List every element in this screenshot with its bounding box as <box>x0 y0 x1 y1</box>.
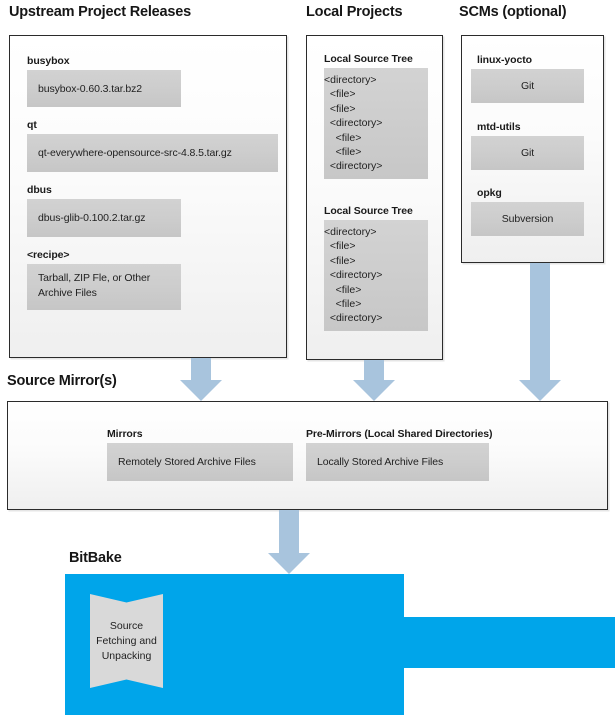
group-label-local-source-tree-1: Local Source Tree <box>324 53 413 65</box>
tree-line: <file> <box>324 102 356 115</box>
group-label-mtd-utils: mtd-utils <box>477 121 521 133</box>
chip-locally-stored-archive-files[interactable]: Locally Stored Archive Files <box>306 443 489 481</box>
chip-generic-archive-line2: Other Archive Files <box>38 272 151 299</box>
arrow-scms-to-mirrors-icon <box>516 263 564 401</box>
tree-line: <directory> <box>324 74 377 86</box>
task-line2: Fetching and <box>96 634 157 647</box>
panel-upstream-project-releases: busybox busybox-0.60.3.tar.bz2 qt qt-eve… <box>9 35 287 358</box>
heading-upstream-project-releases: Upstream Project Releases <box>9 4 191 20</box>
chip-busybox-tarball[interactable]: busybox-0.60.3.tar.bz2 <box>27 70 181 107</box>
arrow-local-projects-to-mirrors-icon <box>350 360 398 401</box>
tree-local-source-tree-2[interactable]: <directory> <file> <file> <directory> <f… <box>324 220 428 331</box>
tree-line: <directory> <box>324 160 383 173</box>
tree-line: <directory> <box>324 269 383 282</box>
chip-generic-archive-line1: Tarball, ZIP Fle, or <box>38 272 122 284</box>
arrow-mirrors-to-bitbake-icon <box>265 510 313 574</box>
group-label-recipe: <recipe> <box>27 249 70 261</box>
group-label-local-source-tree-2: Local Source Tree <box>324 205 413 217</box>
tree-line: <file> <box>324 283 362 296</box>
bitbake-output-arm <box>404 617 615 668</box>
chip-mtd-utils-scm[interactable]: Git <box>471 136 584 170</box>
panel-source-mirrors: Mirrors Remotely Stored Archive Files Pr… <box>7 401 608 510</box>
chip-qt-tarball[interactable]: qt-everywhere-opensource-src-4.8.5.tar.g… <box>27 134 278 172</box>
group-label-mirrors: Mirrors <box>107 428 143 440</box>
tree-line: <file> <box>324 146 362 159</box>
panel-scms: linux-yocto Git mtd-utils Git opkg Subve… <box>461 35 604 263</box>
group-label-dbus: dbus <box>27 184 52 196</box>
heading-scms: SCMs (optional) <box>459 4 567 20</box>
chip-linux-yocto-scm[interactable]: Git <box>471 69 584 103</box>
tree-line: <file> <box>324 254 356 267</box>
tree-line: <file> <box>324 240 356 253</box>
chip-generic-archive[interactable]: Tarball, ZIP Fle, or Other Archive Files <box>27 264 181 310</box>
group-label-linux-yocto: linux-yocto <box>477 54 532 66</box>
group-label-pre-mirrors: Pre-Mirrors (Local Shared Directories) <box>306 428 493 440</box>
task-line1: Source <box>109 619 144 632</box>
tree-line: <directory> <box>324 117 383 130</box>
chip-remotely-stored-archive-files[interactable]: Remotely Stored Archive Files <box>107 443 293 481</box>
heading-source-mirrors: Source Mirror(s) <box>7 373 117 389</box>
group-label-opkg: opkg <box>477 187 502 199</box>
tree-local-source-tree-1[interactable]: <directory> <file> <file> <directory> <f… <box>324 68 428 179</box>
chip-opkg-scm[interactable]: Subversion <box>471 202 584 236</box>
tree-line: <file> <box>324 298 362 311</box>
tree-line: <file> <box>324 131 362 144</box>
panel-local-projects: Local Source Tree <directory> <file> <fi… <box>306 35 443 360</box>
group-label-qt: qt <box>27 119 37 131</box>
task-source-fetching-and-unpacking[interactable]: Source Fetching and Unpacking <box>90 594 163 688</box>
tree-line: <file> <box>324 88 356 101</box>
task-line3: Unpacking <box>101 649 152 662</box>
heading-bitbake: BitBake <box>69 550 122 566</box>
tree-line: <directory> <box>324 226 377 238</box>
tree-line: <directory> <box>324 312 383 325</box>
heading-local-projects: Local Projects <box>306 4 403 20</box>
chip-dbus-tarball[interactable]: dbus-glib-0.100.2.tar.gz <box>27 199 181 237</box>
arrow-upstream-to-mirrors-icon <box>177 358 225 401</box>
group-label-busybox: busybox <box>27 55 70 67</box>
